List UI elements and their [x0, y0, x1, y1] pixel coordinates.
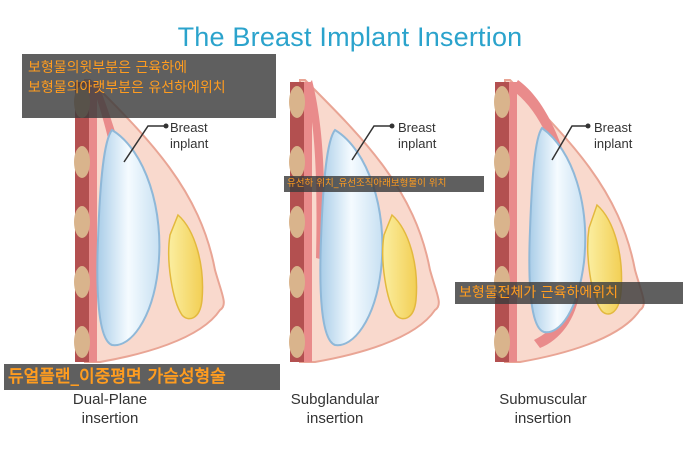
implant-callout-label: Breast inplant: [170, 120, 209, 151]
callout-line: [351, 125, 392, 161]
submuscular-caption: Submuscular insertion: [499, 391, 587, 427]
pectoral-muscle: [306, 80, 325, 260]
page-title: The Breast Implant Insertion: [177, 22, 523, 52]
implant-callout-label: Breast inplant: [594, 120, 633, 151]
implant-callout-label: Breast inplant: [398, 120, 437, 151]
callout-line: [551, 125, 588, 161]
gland-shape: [168, 213, 204, 320]
dual-plane-caption: Dual-Plane insertion: [72, 391, 148, 427]
dual-plane-diagram: [74, 79, 225, 363]
callout-line: [123, 125, 166, 163]
dual-plane-title-annotation: 듀얼플랜_이중평면 가슴성형술: [4, 364, 280, 390]
implant-shape: [528, 126, 587, 334]
submuscular-annotation: 보형물전체가 근육하에위치: [455, 282, 683, 304]
gland-shape: [382, 213, 418, 320]
subglandular-caption: Subglandular insertion: [290, 391, 380, 427]
subglandular-annotation: 유선하 위치_유선조직아래보형물이 위치: [284, 176, 484, 192]
implant-shape: [96, 128, 161, 347]
dual-plane-annotation: 보형물의윗부분은 근육하에 보형물의아랫부분은 유선하에위치: [22, 54, 276, 118]
